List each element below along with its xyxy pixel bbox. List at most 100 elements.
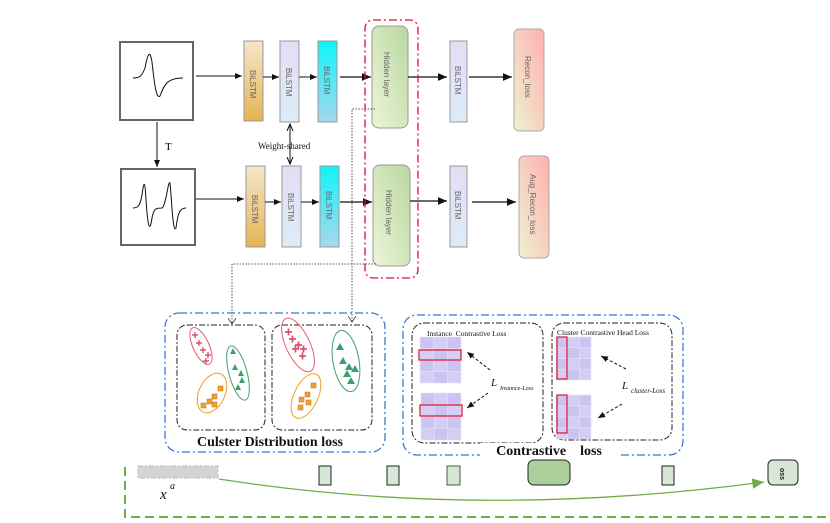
matrix-cell [434, 427, 448, 441]
hidden-layer-block [372, 164, 411, 267]
hidden-to-cluster-connector [352, 108, 375, 322]
bilstm-block [245, 165, 266, 248]
matrix-cell [567, 416, 580, 429]
matrix-cell [419, 336, 434, 349]
matrix-cell [579, 394, 592, 407]
cluster-loss-arrow [600, 355, 627, 370]
truncated-block [527, 459, 571, 486]
cluster-plot [281, 317, 361, 419]
cluster-distribution-panel: Culster Distribution loss [164, 312, 386, 453]
matrix-cell [555, 405, 568, 418]
bilstm-label: BiLSTM [453, 191, 462, 220]
bilstm-decoder-block [449, 40, 468, 123]
weight-shared-label: Weight-shared [258, 141, 311, 151]
bilstm-decoder-block [449, 165, 468, 248]
cluster-loss-subscript: cluster-Loss [631, 387, 665, 395]
matrix-cell [420, 416, 435, 429]
matrix-cell [579, 336, 592, 349]
contrastive-panel: Instance Contrastive Loss Cluster Contra… [402, 314, 684, 459]
instance-highlight-row [418, 349, 462, 361]
feature-matrices [419, 336, 592, 441]
bilstm-label: BiLSTM [248, 70, 257, 99]
bilstm-label: BiLSTM [322, 66, 331, 95]
matrix-cell [579, 347, 592, 359]
feature-matrix [419, 336, 462, 384]
matrix-cell [433, 371, 448, 384]
matrix-cell [420, 427, 435, 441]
bilstm-block [319, 165, 340, 248]
matrix-cell [434, 404, 448, 417]
matrix-cell [447, 392, 462, 406]
skip-connection-arrow [218, 478, 765, 501]
matrix-cell [433, 359, 448, 372]
input-placeholder-box [137, 465, 219, 479]
matrix-cell [447, 336, 462, 349]
bilstm-label: BiLSTM [250, 195, 259, 224]
cluster-loss-arrow [597, 403, 623, 419]
feature-matrix [555, 394, 592, 440]
instance-loss-symbol: L [490, 377, 497, 389]
augmented-waveform-icon [132, 182, 187, 230]
bilstm-label: BiLSTM [453, 66, 462, 95]
cluster-highlight-column [556, 336, 568, 380]
matrix-cell [433, 336, 448, 349]
matrix-cell [420, 404, 435, 417]
matrix-cell [567, 394, 580, 407]
matrix-cell [567, 427, 580, 440]
bilstm-label: BiLSTM [284, 68, 293, 97]
truncated-loss-block [767, 459, 799, 486]
aug-recon-loss-label: Aug_Recon_loss [528, 174, 537, 234]
matrix-cell [555, 394, 568, 407]
matrix-cell [555, 358, 568, 370]
matrix-cell [567, 358, 580, 370]
recon-loss-block [513, 28, 545, 132]
waveform-icon [132, 53, 184, 97]
matrix-cell [434, 416, 448, 429]
augmented-signal-box [120, 168, 196, 246]
feature-matrix [555, 336, 592, 381]
matrix-cell [567, 336, 580, 349]
bottom-frame: x a oss [124, 459, 830, 518]
input-signal-box [119, 41, 194, 121]
instance-loss-subscript: Instance-Loss [499, 386, 534, 392]
hidden-layer-group-outline [364, 19, 419, 279]
matrix-cell [579, 416, 592, 429]
matrix-cell [555, 416, 568, 429]
matrix-cell [579, 405, 592, 418]
input-superscript: a [170, 481, 175, 492]
contrastive-title: Contrastive loss [496, 444, 602, 459]
matrix-cell [434, 392, 448, 406]
cluster-highlight-column [556, 394, 568, 434]
bilstm-block [279, 40, 300, 123]
matrix-cell [447, 427, 462, 441]
hidden-to-cluster-connector [232, 263, 376, 324]
truncated-block [661, 465, 675, 486]
bilstm-block [281, 165, 302, 248]
truncated-block [386, 465, 400, 486]
matrix-cell [447, 371, 462, 384]
hidden-layer-label: Hidden layer [384, 190, 393, 235]
instance-loss-arrow [466, 392, 489, 409]
recon-loss-label: Recon_loss [523, 56, 532, 98]
matrix-cell [555, 336, 568, 349]
truncated-block [318, 465, 332, 486]
matrix-cell [419, 371, 434, 384]
instance-highlight-row [419, 404, 463, 417]
plus-markers [285, 328, 307, 360]
bilstm-label: BiLSTM [286, 193, 295, 222]
matrix-cell [579, 358, 592, 370]
matrix-cell [447, 416, 462, 429]
matrix-cell [567, 347, 580, 359]
matrix-cell [579, 427, 592, 440]
hidden-layer-label: Hidden layer [382, 52, 391, 97]
cluster-contrastive-title: Cluster Contrastive Head Loss [557, 328, 649, 337]
matrix-cell [447, 359, 462, 372]
input-symbol: x [159, 487, 167, 503]
matrix-cell [419, 359, 434, 372]
matrix-cell [447, 404, 462, 417]
transform-label: T [165, 141, 172, 153]
bottom-encoder-row: BiLSTM BiLSTM BiLSTM Hidden layer BiLSTM… [196, 155, 550, 267]
aug-recon-loss-block [518, 155, 550, 259]
instance-contrastive-title: Instance Contrastive Loss [427, 329, 506, 338]
